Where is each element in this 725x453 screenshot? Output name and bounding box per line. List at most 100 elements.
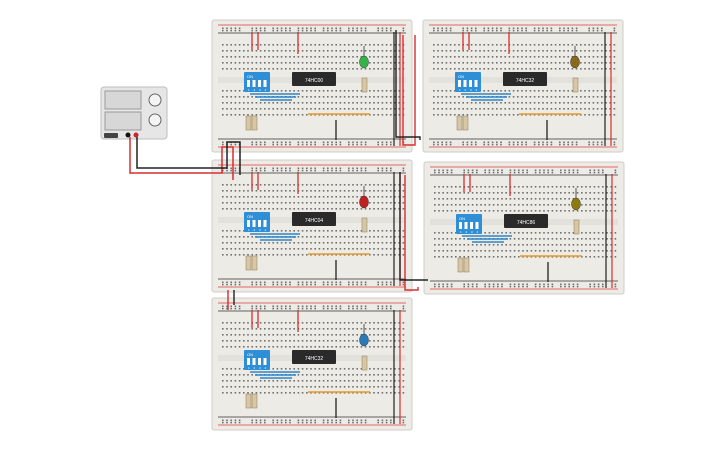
dip-toggle[interactable] [263,80,267,87]
output-switch[interactable] [104,133,118,138]
dip-number: 4 [265,366,267,370]
led[interactable] [359,186,369,209]
chip-label: 74HC86 [517,220,536,226]
dip-number: 1 [459,88,461,92]
chip-label: 74HC32 [305,356,324,362]
pulldown-resistor[interactable] [245,393,252,409]
dip-on-label: ON [458,74,464,79]
negative-terminal-icon[interactable] [125,132,131,138]
dip-toggle[interactable] [247,80,250,87]
ic-chip[interactable]: 74HC32 [503,72,547,86]
dip-toggle[interactable] [474,80,478,87]
led-resistor[interactable] [361,77,368,93]
supply-leads[interactable] [129,137,241,180]
led[interactable] [570,46,580,69]
dip-toggle[interactable] [263,358,267,365]
pulldown-resistor[interactable] [457,257,464,273]
dip-number: 4 [476,88,478,92]
chip-label: 74HC04 [305,218,324,224]
dip-toggle[interactable] [263,220,267,227]
led-resistor[interactable] [572,77,579,93]
link-top-red [402,35,416,146]
dip-on-label: ON [459,216,465,221]
dip-toggle[interactable] [469,80,472,87]
dip-on-label: ON [247,214,253,219]
dip-number: 4 [265,228,267,232]
dip-number: 2 [254,228,256,232]
dip-number: 2 [465,88,467,92]
link-mid-black [399,172,428,281]
pulldown-resistor[interactable] [245,115,252,131]
pulldown-resistor[interactable] [463,257,470,273]
dip-toggle[interactable] [247,358,250,365]
dip-on-label: ON [247,352,253,357]
ic-chip[interactable]: 74HC86 [504,214,548,228]
voltage-knob-icon[interactable] [148,93,162,107]
dip-number: 2 [254,366,256,370]
dip-number: 2 [254,88,256,92]
dip-number: 3 [259,366,261,370]
pulldown-resistor[interactable] [251,393,258,409]
dip-toggle[interactable] [258,358,261,365]
dip-number: 3 [259,88,261,92]
ic-chip[interactable]: 74HC32 [292,350,336,364]
positive-terminal-icon[interactable] [133,132,139,138]
pulldown-resistor[interactable] [251,255,258,271]
dip-toggle[interactable] [459,222,462,229]
led-resistor[interactable] [361,355,368,371]
led[interactable] [571,188,581,211]
dip-toggle[interactable] [258,80,261,87]
pulldown-resistor[interactable] [245,255,252,271]
board-links[interactable] [227,30,428,310]
dip-toggle[interactable] [247,220,250,227]
red-supply-wire [129,137,234,180]
dip-number: 1 [248,228,250,232]
dip-toggle[interactable] [258,220,261,227]
dip-on-label: ON [247,74,253,79]
dip-number: 4 [477,230,479,234]
pulldown-resistor[interactable] [456,115,463,131]
chip-label: 74HC32 [516,78,535,84]
dip-toggle[interactable] [252,80,256,87]
pulldown-resistor[interactable] [251,115,258,131]
link-mid-red [404,175,419,291]
dip-toggle[interactable] [464,222,468,229]
dip-toggle[interactable] [463,80,467,87]
dip-toggle[interactable] [458,80,461,87]
current-display [104,111,142,131]
led-resistor[interactable] [361,217,368,233]
ic-chip[interactable]: 74HC00 [292,72,336,86]
ic-chip[interactable]: 74HC04 [292,212,336,226]
led[interactable] [359,46,369,69]
dip-number: 2 [466,230,468,234]
black-supply-wire [136,137,241,175]
pulldown-resistor[interactable] [462,115,469,131]
link-top-black [395,30,421,140]
voltage-display [104,90,142,110]
dip-number: 4 [265,88,267,92]
dip-number: 1 [460,230,462,234]
dip-toggle[interactable] [475,222,479,229]
dip-toggle[interactable] [252,358,256,365]
current-knob-icon[interactable] [148,113,162,127]
dip-number: 3 [470,88,472,92]
chip-label: 74HC00 [305,78,324,84]
dip-number: 3 [259,228,261,232]
power-supply[interactable] [100,86,168,140]
led[interactable] [359,324,369,347]
dip-toggle[interactable] [470,222,473,229]
led-resistor[interactable] [573,219,580,235]
dip-number: 3 [471,230,473,234]
dip-toggle[interactable] [252,220,256,227]
